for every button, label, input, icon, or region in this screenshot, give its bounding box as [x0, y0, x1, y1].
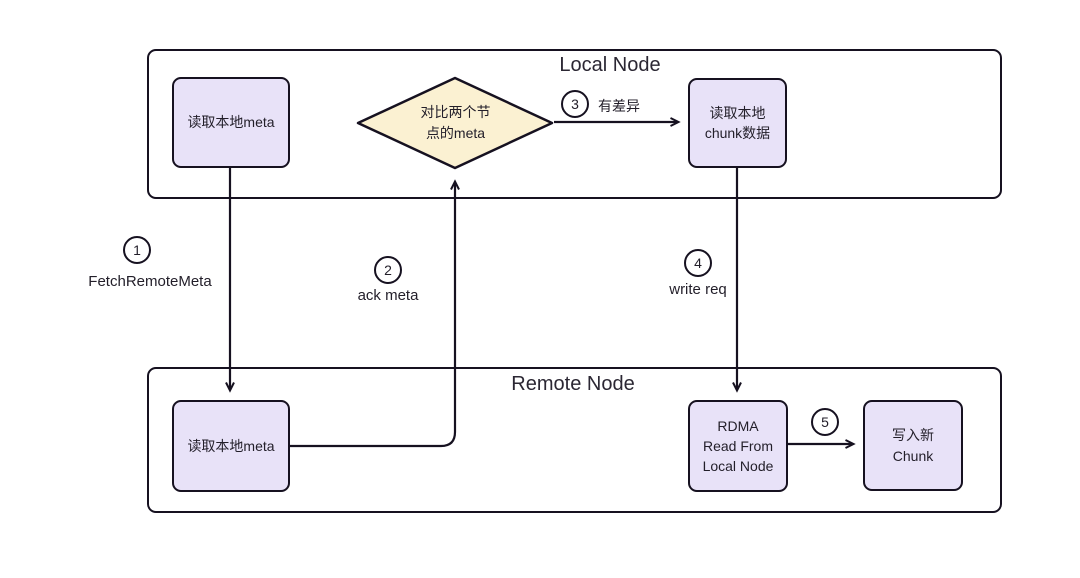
- decision-diamond-shape: [356, 76, 554, 170]
- step-3-badge: 3: [561, 90, 589, 118]
- node-write-new-chunk: 写入新 Chunk: [863, 400, 963, 491]
- step-2-label: ack meta: [357, 287, 419, 304]
- remote-node-container: [147, 367, 1002, 513]
- step-4-label: write req: [669, 281, 727, 298]
- edge-ack-meta: [290, 179, 460, 448]
- node-remote-read-meta: 读取本地meta: [172, 400, 290, 492]
- decision-compare-meta-label: 对比两个节 点的meta: [420, 104, 491, 141]
- step-2-badge: 2: [374, 256, 402, 284]
- remote-node-title: Remote Node: [511, 373, 635, 395]
- step-5-badge: 5: [811, 408, 839, 436]
- node-local-read-meta: 读取本地meta: [172, 77, 290, 168]
- step-4-badge: 4: [684, 249, 712, 277]
- step-1-badge: 1: [123, 236, 151, 264]
- node-rdma-read-from-local: RDMA Read From Local Node: [688, 400, 788, 492]
- step-3-label: 有差异: [598, 98, 640, 114]
- node-read-local-chunk: 读取本地 chunk数据: [688, 78, 787, 168]
- local-node-title: Local Node: [559, 54, 661, 76]
- step-1-label: FetchRemoteMeta: [88, 273, 212, 290]
- local-node-container: [147, 49, 1002, 199]
